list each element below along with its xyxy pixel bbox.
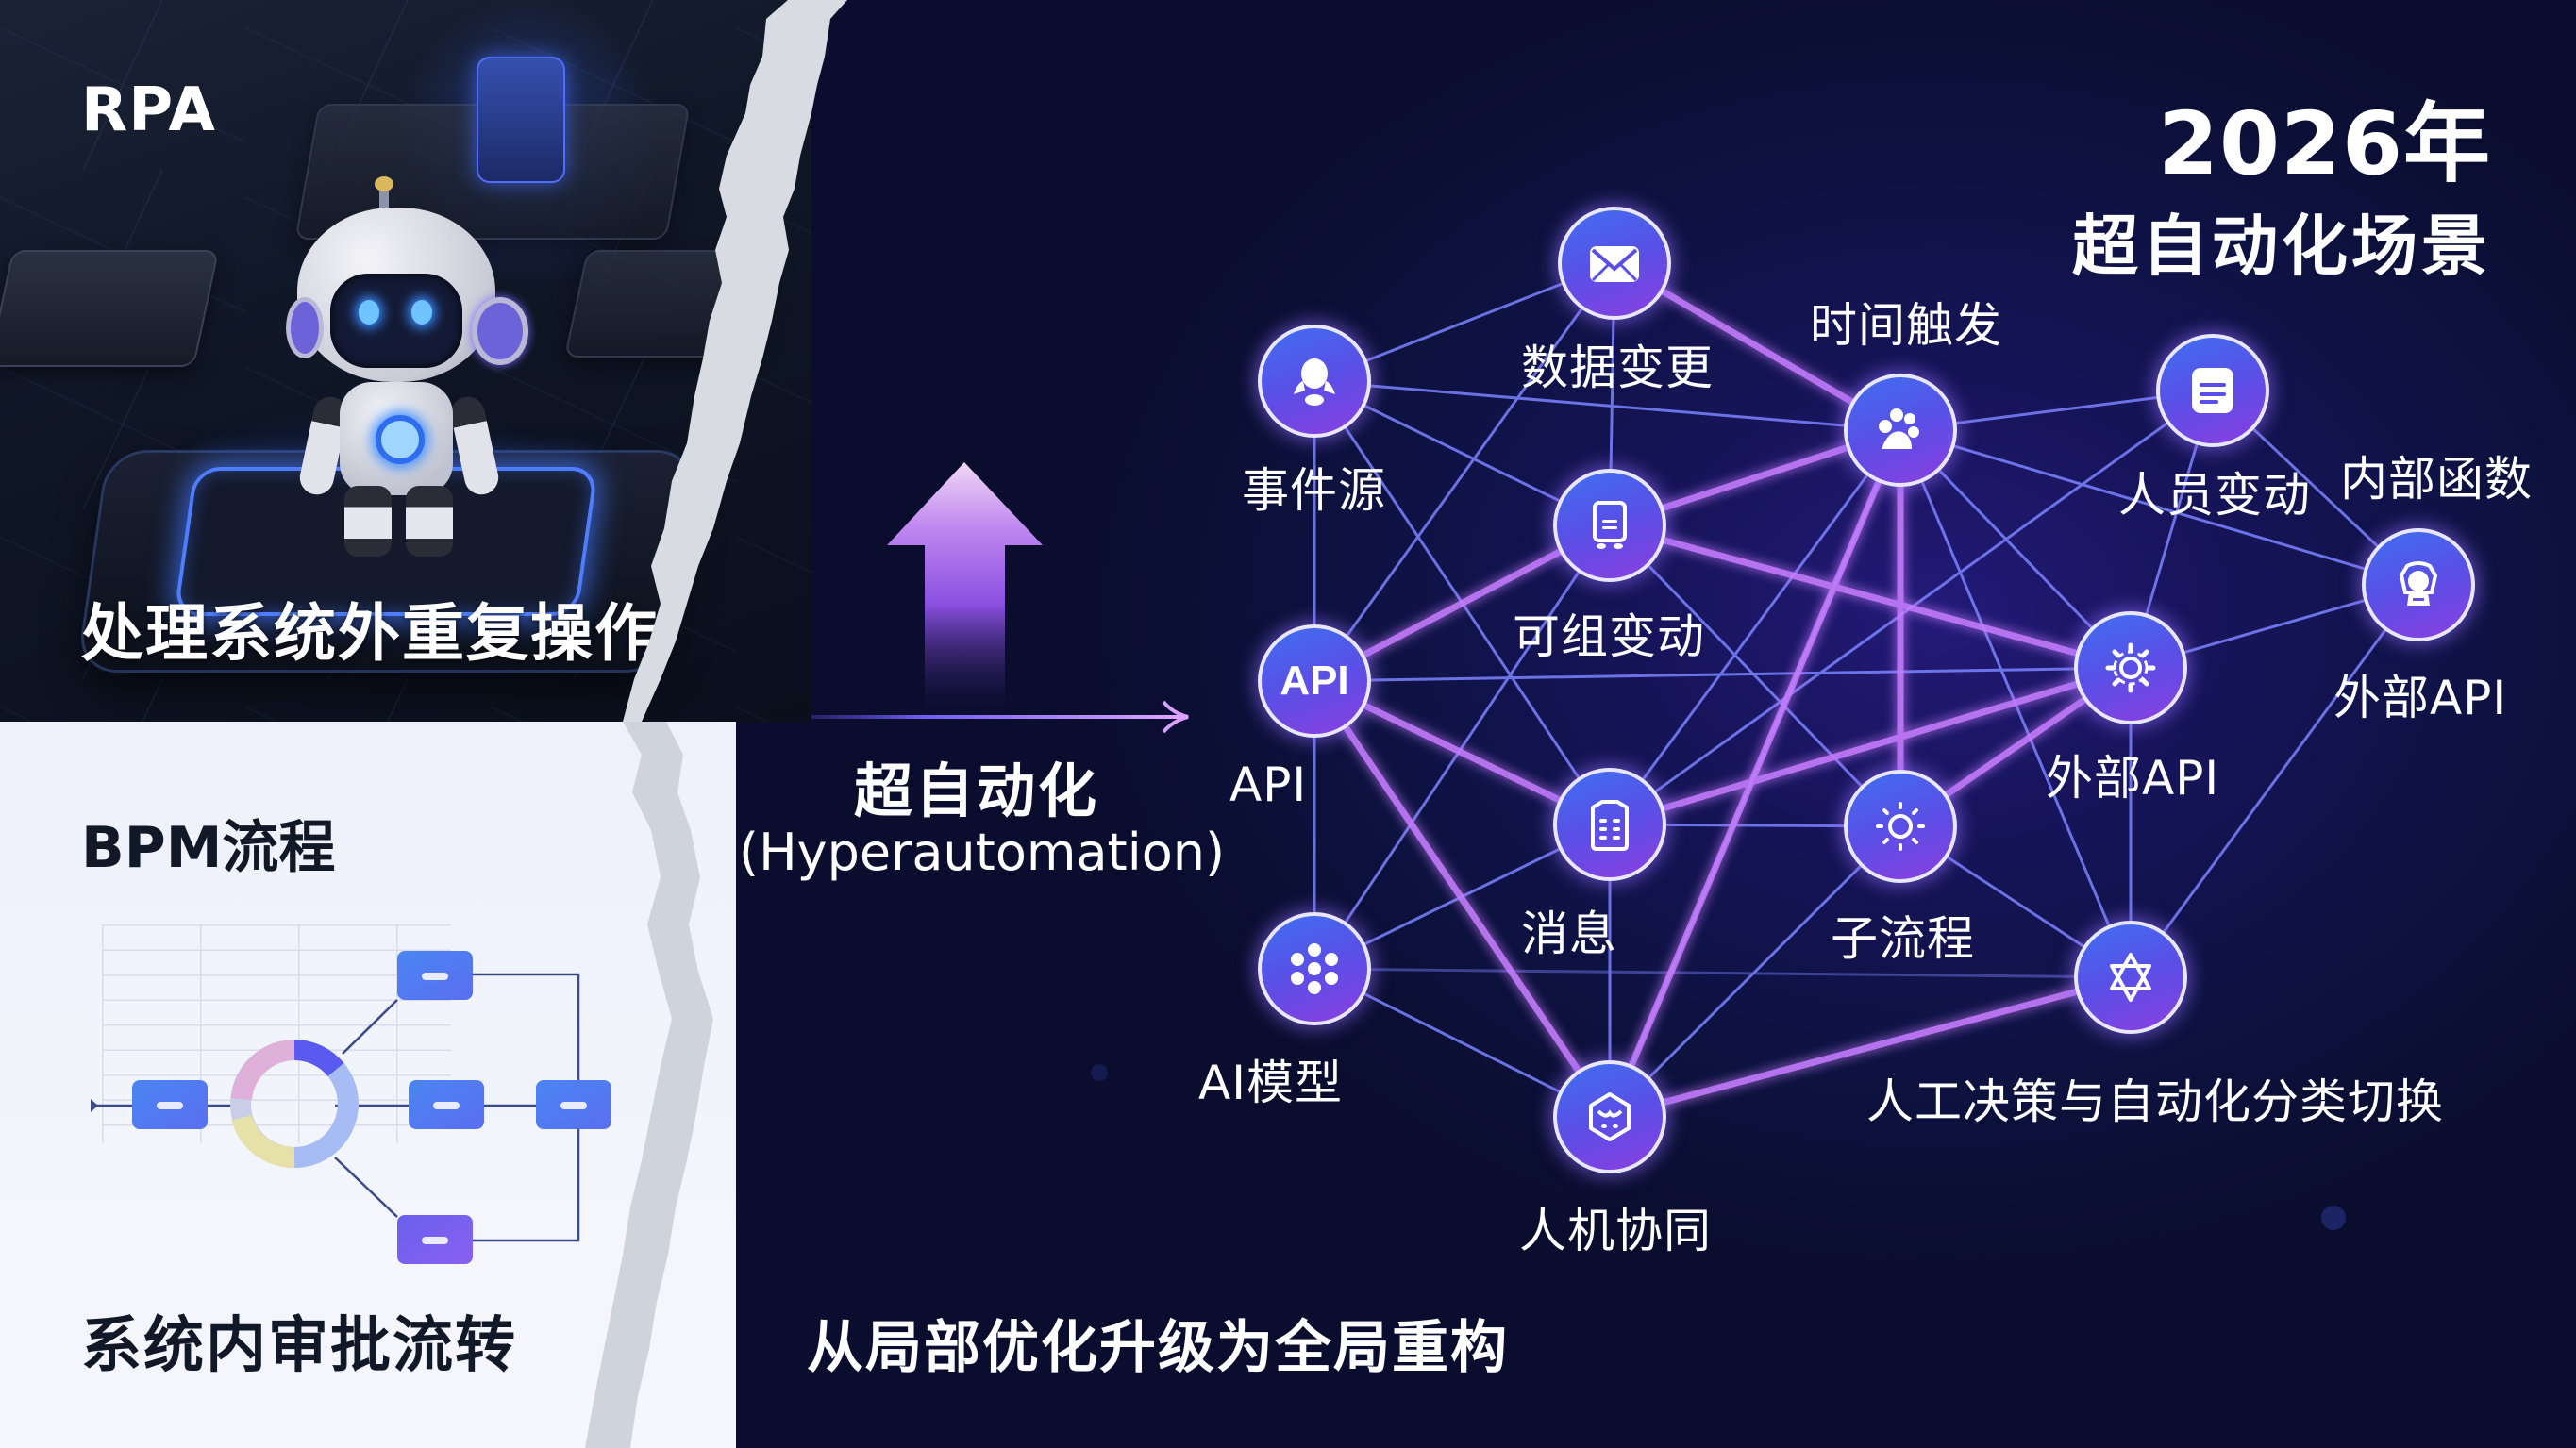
star-icon — [2110, 953, 2151, 1002]
node-internal-function[interactable] — [2362, 528, 2475, 641]
bokeh-dot — [2321, 1206, 2346, 1230]
label-composable-change: 可组变动 — [1513, 609, 1705, 664]
document-icon — [1593, 501, 1627, 549]
node-human-decision[interactable] — [2074, 921, 2187, 1034]
paw-icon — [1879, 408, 1919, 449]
node-external-api[interactable] — [2074, 611, 2187, 724]
bokeh-dot — [1091, 1064, 1108, 1081]
hyperautomation-label-cn: 超自动化 — [854, 757, 1100, 825]
tagline: 从局部优化升级为全局重构 — [807, 1315, 1509, 1381]
device-block-icon — [563, 250, 780, 358]
label-staff-change: 人员变动 — [2118, 468, 2311, 523]
user-icon — [1294, 358, 1335, 406]
robot-icon — [286, 176, 528, 561]
arrow-up-icon — [887, 462, 1043, 722]
label-message: 消息 — [1521, 907, 1617, 961]
node-composable-change[interactable] — [1553, 469, 1666, 582]
node-subprocess[interactable] — [1844, 770, 1957, 883]
label-data-change: 数据变更 — [1521, 341, 1714, 395]
cube-icon — [1589, 1092, 1631, 1141]
label-human-machine: 人机协同 — [1519, 1204, 1712, 1258]
bpm-title: BPM流程 — [81, 815, 336, 881]
label-internal-function: 内部函数 — [2340, 452, 2533, 507]
label-api: API — [1229, 757, 1308, 812]
node-api[interactable]: API — [1258, 624, 1371, 738]
node-event-source[interactable] — [1258, 325, 1371, 438]
label-external-api-right: 外部API — [2333, 671, 2508, 725]
gear-icon — [2105, 642, 2156, 693]
flow-step-boxes — [132, 951, 611, 1264]
envelope-icon — [1590, 246, 1639, 282]
label-subprocess: 子流程 — [1831, 911, 1975, 966]
hyperautomation-label-en: (Hyperautomation) — [739, 823, 1226, 882]
sun-icon — [1876, 802, 1925, 851]
bpm-subtitle: 系统内审批流转 — [81, 1311, 517, 1381]
api-icon-text: API — [1280, 657, 1349, 704]
label-external-api: 外部API — [2046, 751, 2220, 806]
glowing-cube-icon — [477, 57, 565, 183]
label-time-trigger: 时间触发 — [1810, 298, 2002, 353]
list-icon — [2192, 368, 2233, 413]
rpa-subtitle: 处理系统外重复操作 — [81, 597, 659, 670]
scene-title: 超自动化场景 — [2072, 208, 2491, 285]
dots-cluster-icon — [1291, 943, 1338, 994]
label-human-decision: 人工决策与自动化分类切换 — [1866, 1074, 2444, 1129]
node-data-change[interactable] — [1558, 207, 1671, 320]
label-event-source: 事件源 — [1242, 463, 1386, 518]
node-human-machine[interactable] — [1553, 1060, 1666, 1173]
rpa-title: RPA — [81, 75, 216, 145]
node-message[interactable] — [1553, 768, 1666, 881]
clipboard-icon — [1591, 800, 1629, 851]
year-heading: 2026年 — [2157, 93, 2491, 194]
label-ai-model: AI模型 — [1198, 1056, 1343, 1110]
node-staff-change[interactable] — [2156, 334, 2269, 447]
node-time-trigger[interactable] — [1844, 374, 1957, 487]
keypad-device-icon — [0, 250, 220, 367]
lantern-icon — [2399, 561, 2438, 606]
rpa-panel: RPA 处理系统外重复操作 — [0, 0, 811, 722]
bpm-flowchart — [91, 951, 611, 1264]
node-ai-model[interactable] — [1258, 912, 1371, 1025]
bpm-panel: BPM流程 — [0, 722, 736, 1448]
arrow-right-icon — [750, 700, 1189, 734]
